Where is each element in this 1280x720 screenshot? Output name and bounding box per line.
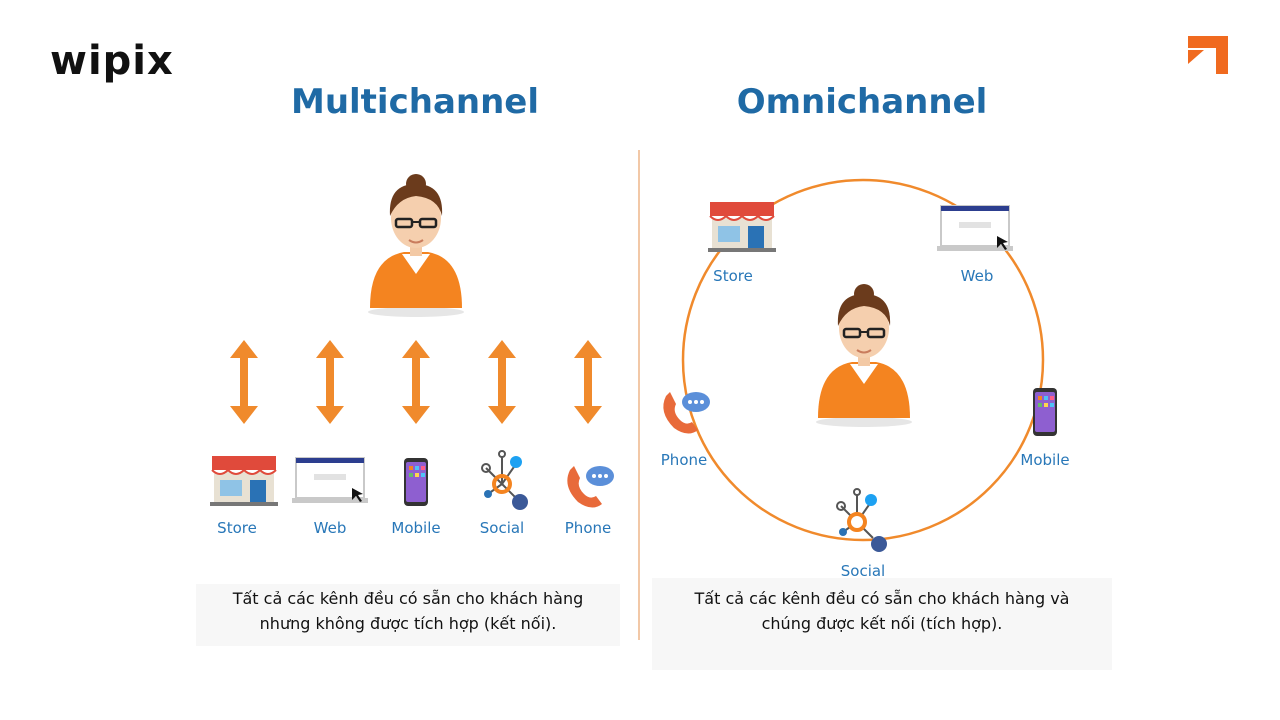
person-icon — [368, 174, 464, 317]
omnichannel-label-social: Social — [840, 562, 886, 580]
multichannel-caption: Tất cả các kênh đều có sẵn cho khách hàn… — [196, 584, 620, 646]
multichannel-caption-line1: Tất cả các kênh đều có sẵn cho khách hàn… — [232, 589, 584, 608]
omnichannel-caption: Tất cả các kênh đều có sẵn cho khách hàn… — [652, 578, 1112, 670]
multichannel-title: Multichannel — [290, 82, 540, 122]
double-arrow-icon — [402, 340, 430, 424]
social-network-icon — [836, 488, 887, 552]
omnichannel-title: Omnichannel — [736, 82, 988, 122]
double-arrow-icon — [316, 340, 344, 424]
telephone-icon — [567, 466, 614, 508]
double-arrow-icon — [488, 340, 516, 424]
omnichannel-label-web: Web — [960, 267, 994, 285]
multichannel-diagram — [210, 174, 614, 510]
store-icon — [210, 456, 278, 506]
mobile-phone-icon — [1033, 388, 1057, 436]
laptop-icon — [292, 457, 368, 503]
multichannel-caption-line2: nhưng không được tích hợp (kết nối). — [259, 614, 557, 633]
omnichannel-label-phone: Phone — [660, 451, 708, 469]
telephone-icon — [663, 392, 710, 434]
omnichannel-caption-line2: chúng được kết nối (tích hợp). — [761, 614, 1003, 633]
omnichannel-circle — [681, 178, 1045, 542]
multichannel-label-phone: Phone — [564, 519, 612, 537]
person-icon — [816, 284, 912, 427]
double-arrow-icon — [574, 340, 602, 424]
omnichannel-diagram — [663, 178, 1057, 552]
store-icon — [708, 202, 776, 252]
mobile-phone-icon — [404, 458, 428, 506]
omnichannel-label-mobile: Mobile — [1020, 451, 1070, 469]
multichannel-label-mobile: Mobile — [391, 519, 441, 537]
section-divider — [638, 150, 640, 640]
omnichannel-caption-line1: Tất cả các kênh đều có sẵn cho khách hàn… — [694, 589, 1070, 608]
multichannel-label-web: Web — [313, 519, 347, 537]
double-arrow-icon — [230, 340, 258, 424]
laptop-icon — [937, 205, 1013, 251]
multichannel-label-store: Store — [217, 519, 257, 537]
multichannel-label-social: Social — [479, 519, 525, 537]
omnichannel-label-store: Store — [713, 267, 753, 285]
social-network-icon — [481, 450, 528, 510]
corner-arrow-icon — [1188, 36, 1228, 74]
brand-logo: wipix — [50, 38, 174, 84]
